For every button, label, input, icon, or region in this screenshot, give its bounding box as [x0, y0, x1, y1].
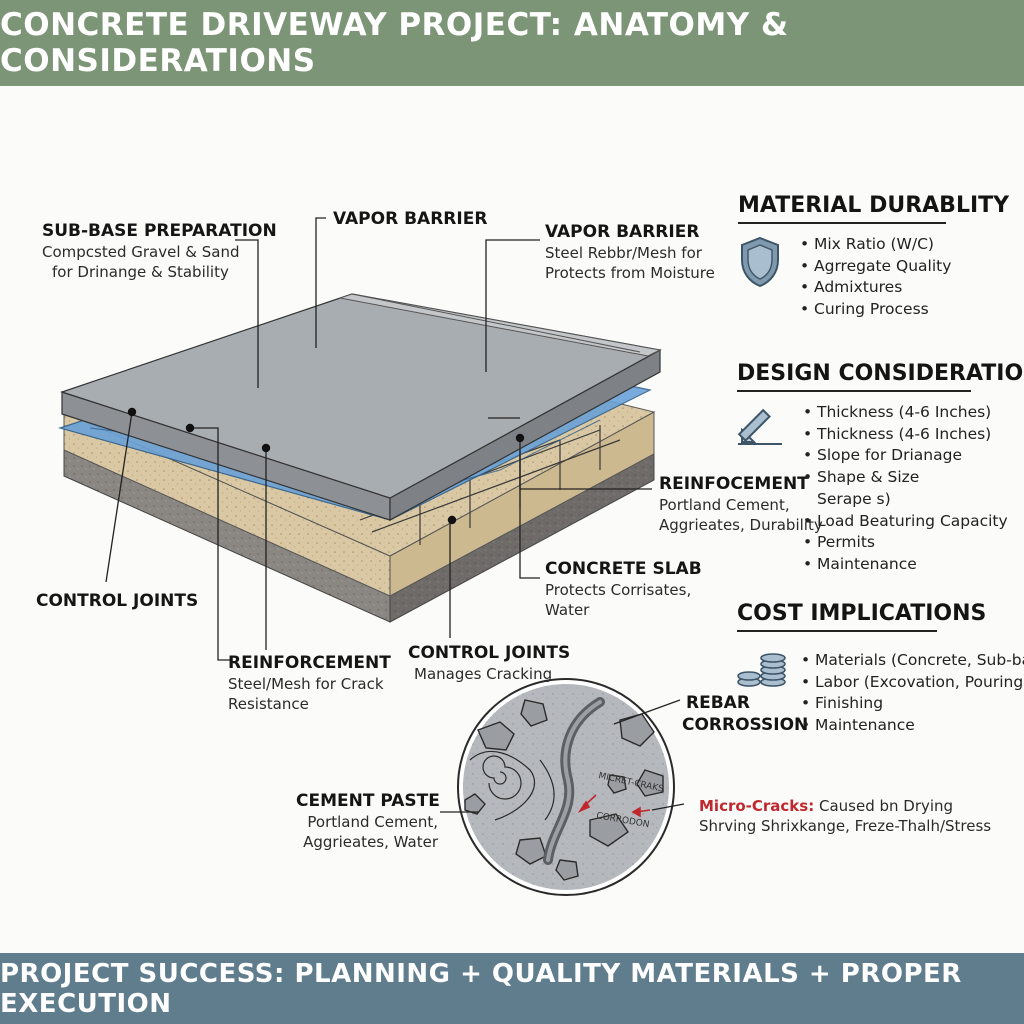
callout-subbase: SUB-BASE PREPARATION Compcsted Gravel & … — [42, 220, 277, 282]
coins-icon — [737, 653, 786, 687]
title-banner: CONCRETE DRIVEWAY PROJECT: ANATOMY & CON… — [0, 0, 1024, 86]
callout-vapor-barrier-right: VAPOR BARRIER Steel Rebbr/Mesh for Prote… — [545, 221, 715, 283]
callout-vapor2-line2: Protects from Moisture — [545, 264, 715, 282]
callout-reinf-bottom-title: REINFORCEMENT — [228, 653, 391, 673]
concrete-slab — [60, 293, 662, 522]
callout-reinf-right-line1: Portland Cement, — [659, 496, 790, 514]
footer-banner: PROJECT SUCCESS: PLANNING + QUALITY MATE… — [0, 953, 1024, 1024]
callout-reinforcement-bottom: REINFORCEMENT Steel/Mesh for Crack Resis… — [228, 652, 391, 714]
durability-item: Mix Ratio (W/C) — [800, 234, 951, 256]
callout-micro-rest: Caused bn Drying — [814, 797, 954, 815]
leader-lines — [105, 217, 652, 661]
durability-rule — [738, 222, 946, 224]
callout-slab-line2: Water — [545, 601, 590, 619]
design-item: Permits — [803, 532, 1008, 554]
callout-joints-mid-line1: Manages Cracking — [414, 665, 553, 683]
leader-dots — [127, 407, 525, 525]
callout-vapor-barrier-top: VAPOR BARRIER — [333, 208, 487, 230]
callout-vapor2-title: VAPOR BARRIER — [545, 222, 700, 242]
cost-item: Maintenance — [801, 715, 1024, 737]
callout-subbase-line1: Compcsted Gravel & Sand — [42, 243, 240, 261]
cost-item: Finishing — [801, 693, 1024, 715]
design-item: Thickness (4-6 Inches) — [803, 424, 1008, 446]
callout-control-joints-left: CONTROL JOINTS — [36, 590, 198, 612]
callout-vapor1-title: VAPOR BARRIER — [333, 209, 488, 229]
callout-subbase-line2: for Drinange & Stability — [52, 263, 229, 281]
callout-micro-line2: Shrving Shrixkange, Freze-Thalh/Stress — [699, 817, 992, 835]
callout-vapor2-line1: Steel Rebbr/Mesh for — [545, 244, 702, 262]
callout-rebar-line1: REBAR — [686, 693, 750, 713]
magnified-inset: MICRET-CRAKS CORRODON — [440, 678, 685, 896]
callout-paste-line2: Aggrieates, Water — [303, 833, 438, 851]
callout-reinf-bottom-line1: Steel/Mesh for Crack — [228, 675, 384, 693]
callout-cement-paste: CEMENT PASTE Portland Cement, Aggrieates… — [296, 790, 440, 852]
callout-concrete-slab: CONCRETE SLAB Protects Corrisates, Water — [545, 558, 702, 620]
callout-micro-strong: Micro-Cracks: — [699, 797, 815, 815]
design-item: Maintenance — [803, 554, 1008, 576]
design-item: Load Beaturing Capacity — [803, 511, 1008, 533]
durability-title: MATERIAL DURABLITY — [738, 193, 1010, 218]
callout-rebar-line2: CORROSSION — [682, 715, 809, 735]
callout-joints-left-title: CONTROL JOINTS — [36, 591, 199, 611]
design-item: Slope for Drianage — [803, 445, 1008, 467]
shield-icon — [741, 236, 779, 288]
durability-item: Curing Process — [800, 299, 951, 321]
design-title: DESIGN CONSIDERATIONS — [737, 361, 1024, 386]
callout-reinforcement-right: REINFOCEMENT Portland Cement, Aggrieates… — [659, 473, 823, 535]
footer-text: PROJECT SUCCESS: PLANNING + QUALITY MATE… — [0, 958, 962, 1019]
page-title: CONCRETE DRIVEWAY PROJECT: ANATOMY & CON… — [0, 7, 789, 79]
callout-paste-title: CEMENT PASTE — [296, 791, 440, 811]
callout-subbase-title: SUB-BASE PREPARATION — [42, 221, 277, 241]
durability-item: Agrregate Quality — [800, 256, 951, 278]
cost-rule — [737, 630, 937, 632]
design-sub-item: Serape s) — [817, 489, 891, 508]
callout-reinf-right-line2: Aggrieates, Durability — [659, 516, 823, 534]
ruler-triangle-icon — [737, 408, 782, 445]
cost-list: Materials (Concrete, Sub-base) Labor (Ex… — [801, 650, 1024, 737]
callout-reinf-bottom-line2: Resistance — [228, 695, 309, 713]
design-item: Shape & Size — [803, 467, 1008, 489]
design-rule — [737, 390, 971, 392]
callout-micro-cracks: Micro-Cracks: Caused bn Drying Shrving S… — [699, 796, 991, 836]
callout-control-joints-mid: CONTROL JOINTS Manages Cracking — [408, 642, 570, 684]
cost-item: Labor (Excovation, Pouring) — [801, 672, 1024, 694]
cost-item: Materials (Concrete, Sub-base) — [801, 650, 1024, 672]
callout-slab-title: CONCRETE SLAB — [545, 559, 702, 579]
callout-rebar-corrosion: REBAR CORROSSION — [682, 692, 808, 736]
design-item: Thickness (4-6 Inches) — [803, 402, 1008, 424]
durability-list: Mix Ratio (W/C) Agrregate Quality Admixt… — [800, 234, 951, 321]
durability-item: Admixtures — [800, 277, 951, 299]
callout-reinf-right-title: REINFOCEMENT — [659, 474, 809, 494]
callout-slab-line1: Protects Corrisates, — [545, 581, 692, 599]
callout-joints-mid-title: CONTROL JOINTS — [408, 643, 571, 663]
cost-title: COST IMPLICATIONS — [737, 601, 987, 626]
callout-paste-line1: Portland Cement, — [307, 813, 438, 831]
design-list: Thickness (4-6 Inches) Thickness (4-6 In… — [803, 402, 1008, 576]
